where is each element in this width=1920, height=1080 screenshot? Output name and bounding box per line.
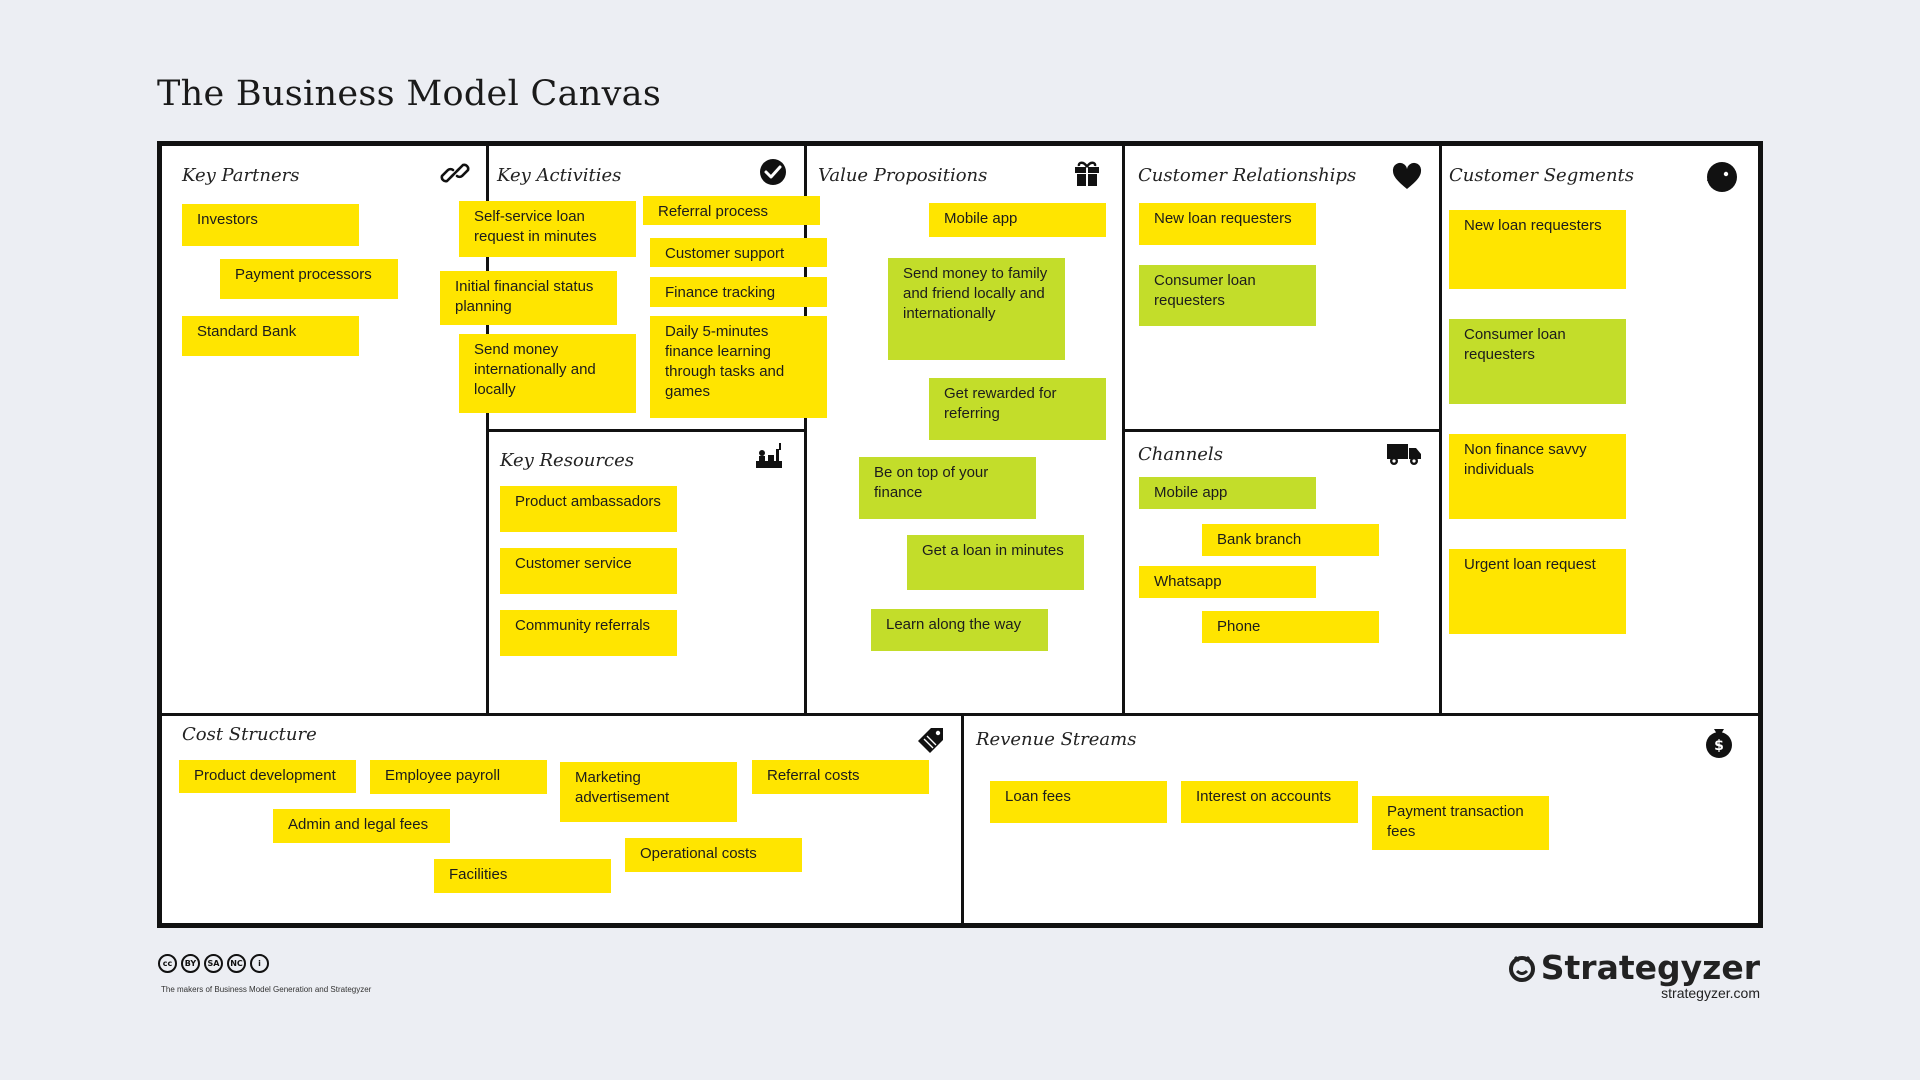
sticky-note: Facilities: [434, 859, 611, 893]
sticky-note: Learn along the way: [871, 609, 1048, 651]
sticky-note: Referral costs: [752, 760, 929, 794]
person-icon: i: [250, 954, 269, 973]
customer-segments-title: Customer Segments: [1449, 165, 1635, 186]
sticky-note: Standard Bank: [182, 316, 359, 356]
key-activities-title: Key Activities: [497, 165, 622, 186]
sticky-note: Whatsapp: [1139, 566, 1316, 598]
sticky-note: Investors: [182, 204, 359, 246]
factory-worker-icon: [756, 443, 782, 468]
sticky-note: Get a loan in minutes: [907, 535, 1084, 590]
sticky-note: Admin and legal fees: [273, 809, 450, 843]
sticky-note: Mobile app: [1139, 477, 1316, 509]
value-propositions-title: Value Propositions: [818, 165, 988, 186]
sticky-note: Send money to family and friend locally …: [888, 258, 1065, 360]
sticky-note: Marketing advertisement: [560, 762, 737, 822]
sticky-note: Customer support: [650, 238, 827, 267]
sticky-note: Community referrals: [500, 610, 677, 656]
check-circle-icon: [760, 159, 786, 185]
divider: [1122, 429, 1442, 432]
brand-name: Strategyzer: [1540, 948, 1760, 987]
price-tag-icon: [918, 728, 943, 753]
by-icon: BY: [181, 954, 200, 973]
sticky-note: Daily 5-minutes finance learning through…: [650, 316, 827, 418]
sticky-note: Employee payroll: [370, 760, 547, 794]
sticky-note: Customer service: [500, 548, 677, 594]
key-resources-title: Key Resources: [500, 450, 634, 471]
sticky-note: Initial financial status planning: [440, 271, 617, 325]
strategyzer-logo[interactable]: Strategyzer: [1507, 948, 1760, 987]
truck-icon: [1387, 444, 1421, 465]
page-title: The Business Model Canvas: [157, 74, 662, 114]
link-icon: [440, 163, 470, 183]
face-icon: [1707, 162, 1737, 192]
divider: [162, 713, 1758, 716]
sticky-note: Phone: [1202, 611, 1379, 643]
sticky-note: Consumer loan requesters: [1139, 265, 1316, 326]
sticky-note: Payment transaction fees: [1372, 796, 1549, 850]
license-icons: cc BY SA NC i: [158, 954, 269, 973]
cost-structure-title: Cost Structure: [182, 724, 317, 745]
brand-url[interactable]: strategyzer.com: [1661, 985, 1760, 1001]
sticky-note: New loan requesters: [1449, 210, 1626, 289]
divider: [961, 713, 964, 923]
sticky-note: Bank branch: [1202, 524, 1379, 556]
sticky-note: Product ambassadors: [500, 486, 677, 532]
sticky-note: Self-service loan request in minutes: [459, 201, 636, 257]
nc-icon: NC: [227, 954, 246, 973]
customer-relationships-title: Customer Relationships: [1138, 165, 1357, 186]
channels-title: Channels: [1138, 444, 1223, 465]
makers-text: The makers of Business Model Generation …: [161, 985, 372, 994]
sticky-note: Urgent loan request: [1449, 549, 1626, 634]
svg-text:$: $: [1714, 738, 1724, 754]
cc-icon: cc: [158, 954, 177, 973]
divider: [486, 429, 807, 432]
revenue-streams-title: Revenue Streams: [976, 729, 1137, 750]
sticky-note: Interest on accounts: [1181, 781, 1358, 823]
sticky-note: Payment processors: [220, 259, 398, 299]
sa-icon: SA: [204, 954, 223, 973]
heart-icon: [1392, 162, 1422, 189]
sticky-note: Send money internationally and locally: [459, 334, 636, 413]
strategyzer-logo-icon: [1508, 955, 1535, 982]
sticky-note: Loan fees: [990, 781, 1167, 823]
sticky-note: Operational costs: [625, 838, 802, 872]
sticky-note: Be on top of your finance: [859, 457, 1036, 519]
sticky-note: Get rewarded for referring: [929, 378, 1106, 440]
key-partners-title: Key Partners: [182, 165, 300, 186]
sticky-note: Non finance savvy individuals: [1449, 434, 1626, 519]
sticky-note: Consumer loan requesters: [1449, 319, 1626, 404]
sticky-note: New loan requesters: [1139, 203, 1316, 245]
sticky-note: Product development: [179, 760, 356, 793]
sticky-note: Finance tracking: [650, 277, 827, 307]
sticky-note: Mobile app: [929, 203, 1106, 237]
gift-icon: [1075, 161, 1099, 186]
sticky-note: Referral process: [643, 196, 820, 225]
money-bag-icon: $: [1706, 729, 1732, 758]
